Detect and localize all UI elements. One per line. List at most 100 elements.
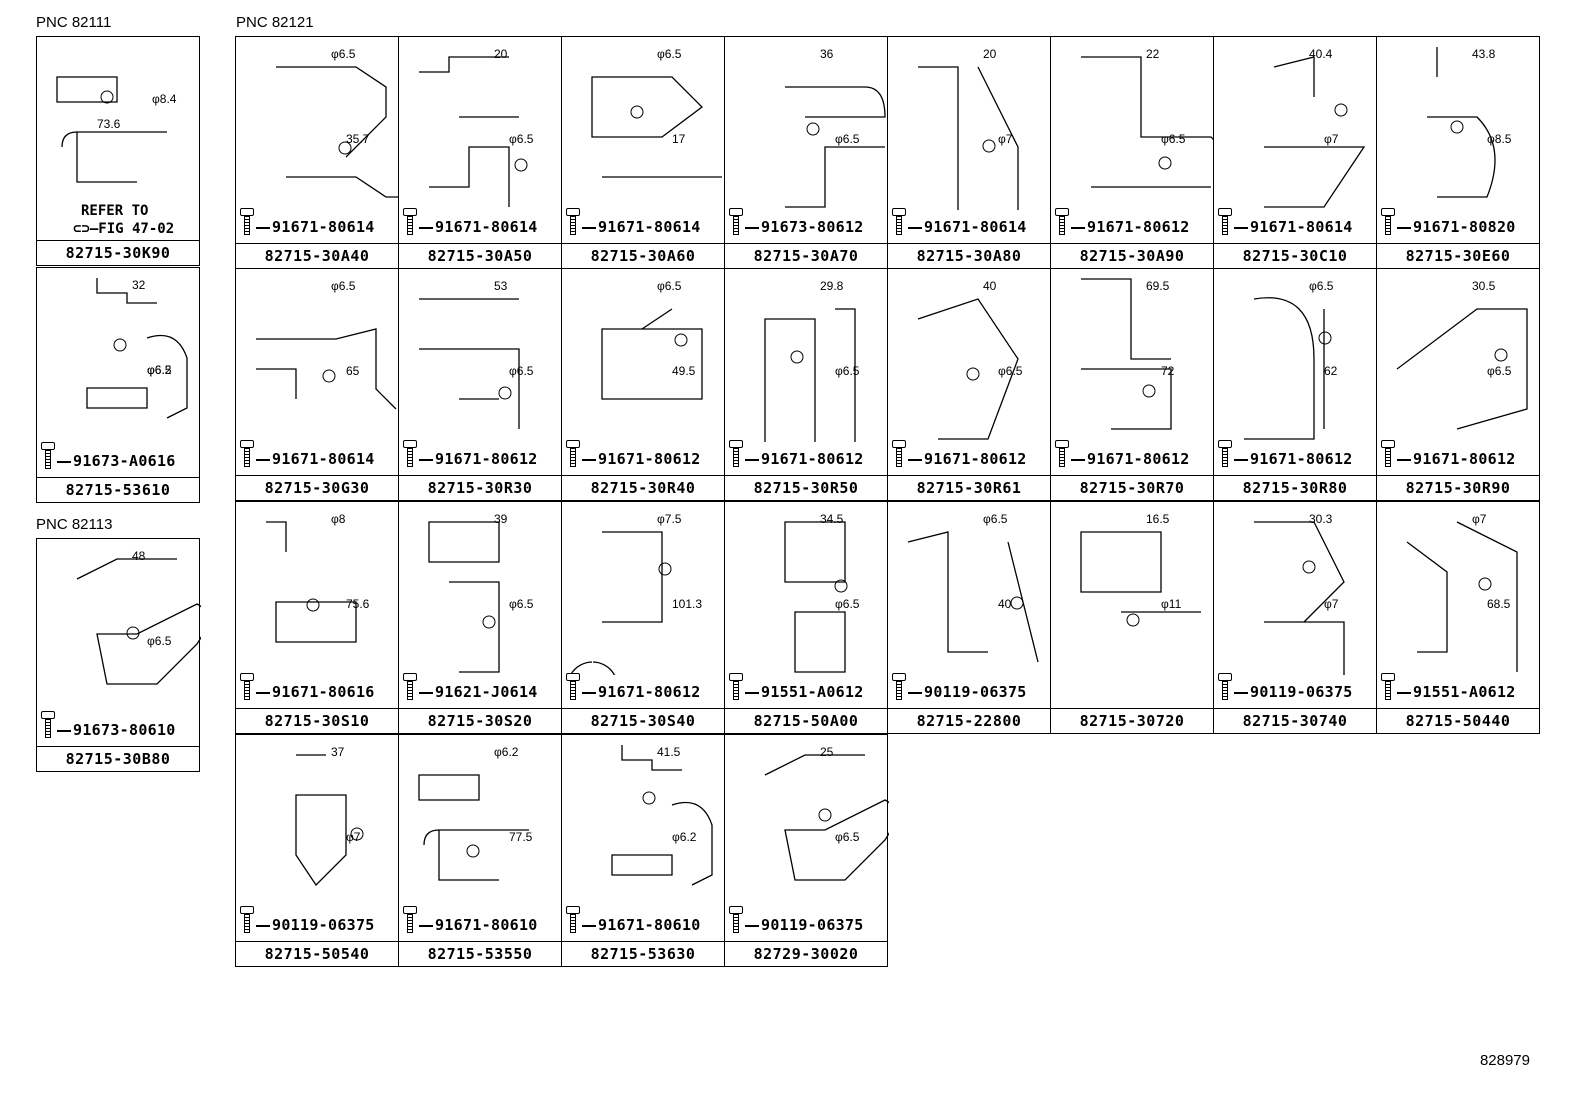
part-number[interactable]: 82715-50540: [236, 941, 398, 966]
bolt-icon: [240, 906, 254, 934]
part-number[interactable]: 82715-30S40: [562, 708, 724, 733]
part-number[interactable]: 82715-30R30: [399, 475, 561, 500]
bolt-part-number[interactable]: 91671-80614: [272, 218, 375, 236]
bolt-part-number[interactable]: 91671-80612: [1087, 218, 1190, 236]
part-number[interactable]: 82715-30R50: [725, 475, 887, 500]
bolt-part-number[interactable]: 90119-06375: [924, 683, 1027, 701]
part-number[interactable]: 82715-53630: [562, 941, 724, 966]
bolt-part-number[interactable]: 91671-80612: [435, 450, 538, 468]
part-number[interactable]: 82715-30A90: [1051, 243, 1213, 268]
part-number[interactable]: 82715-30B80: [37, 746, 199, 771]
part-number[interactable]: 82715-30A60: [562, 243, 724, 268]
part-number[interactable]: 82715-30R40: [562, 475, 724, 500]
part-number[interactable]: 82715-53550: [399, 941, 561, 966]
part-number[interactable]: 82715-30A40: [236, 243, 398, 268]
bolt-part-number[interactable]: 90119-06375: [761, 916, 864, 934]
bolt-part-number[interactable]: 91673-A0616: [73, 452, 176, 470]
part-number[interactable]: 82715-30E60: [1377, 243, 1539, 268]
bolt-part-number[interactable]: 91671-80612: [1250, 450, 1353, 468]
bolt-part-number[interactable]: 91671-80616: [272, 683, 375, 701]
fig-reference-link[interactable]: ⊂⊃—FIG 47-02: [73, 221, 175, 237]
part-number[interactable]: 82715-30740: [1214, 708, 1376, 733]
part-number[interactable]: 82715-22800: [888, 708, 1050, 733]
part-number[interactable]: 82715-30720: [1051, 708, 1213, 733]
part-number[interactable]: 82715-50440: [1377, 708, 1539, 733]
part-number[interactable]: 82715-30K90: [37, 240, 199, 265]
bolt-part-number[interactable]: 91671-80612: [598, 683, 701, 701]
part-number[interactable]: 82715-30R70: [1051, 475, 1213, 500]
bolt-part-number[interactable]: 91673-80610: [73, 721, 176, 739]
bolt-part-number[interactable]: 91551-A0612: [1413, 683, 1516, 701]
bolt-icon: [566, 208, 580, 236]
bolt-part-number[interactable]: 91671-80614: [924, 218, 1027, 236]
pnc-label: PNC 82113: [36, 516, 113, 533]
bolt-part-number[interactable]: 91551-A0612: [761, 683, 864, 701]
bolt-part-number[interactable]: 91671-80614: [598, 218, 701, 236]
bolt-part-number[interactable]: 91671-80612: [761, 450, 864, 468]
part-number[interactable]: 82715-30R61: [888, 475, 1050, 500]
part-number[interactable]: 82715-30A50: [399, 243, 561, 268]
part-number[interactable]: 82715-30R90: [1377, 475, 1539, 500]
part-number[interactable]: 82715-30A80: [888, 243, 1050, 268]
part-number[interactable]: 82715-30S10: [236, 708, 398, 733]
part-number[interactable]: 82715-30R80: [1214, 475, 1376, 500]
bolt-part-number[interactable]: 91671-80612: [1413, 450, 1516, 468]
bolt-part-number[interactable]: 91671-80614: [272, 450, 375, 468]
part-number[interactable]: 82715-53610: [37, 477, 199, 502]
part-number[interactable]: 82715-30A70: [725, 243, 887, 268]
part-number[interactable]: 82715-30S20: [399, 708, 561, 733]
part-number[interactable]: 82715-30G30: [236, 475, 398, 500]
mounting-hole: [322, 369, 336, 383]
bolt-part-number[interactable]: 91671-80614: [435, 218, 538, 236]
bolt-part-number[interactable]: 91671-80820: [1413, 218, 1516, 236]
mounting-hole: [642, 791, 656, 805]
bolt-part-number[interactable]: 91673-80612: [761, 218, 864, 236]
bolt-part-number[interactable]: 91671-80610: [435, 916, 538, 934]
bolt-part-number[interactable]: 91671-80610: [598, 916, 701, 934]
part-number[interactable]: 82715-30C10: [1214, 243, 1376, 268]
bolt-part-number[interactable]: 90119-06375: [1250, 683, 1353, 701]
bolt-part-number[interactable]: 91671-80612: [598, 450, 701, 468]
bolt-part-number[interactable]: 91671-80612: [1087, 450, 1190, 468]
part-number[interactable]: 82729-30020: [725, 941, 887, 966]
bolt-part-number[interactable]: 91671-80612: [924, 450, 1027, 468]
bolt-part-number[interactable]: 91671-80614: [1250, 218, 1353, 236]
bolt-part-number[interactable]: 91621-J0614: [435, 683, 538, 701]
bracket-outline: [1406, 521, 1518, 672]
bolt-head: [1055, 208, 1069, 216]
bracket-outline: [1080, 531, 1201, 613]
bolt-part-number[interactable]: 90119-06375: [272, 916, 375, 934]
part-number[interactable]: 82715-50A00: [725, 708, 887, 733]
